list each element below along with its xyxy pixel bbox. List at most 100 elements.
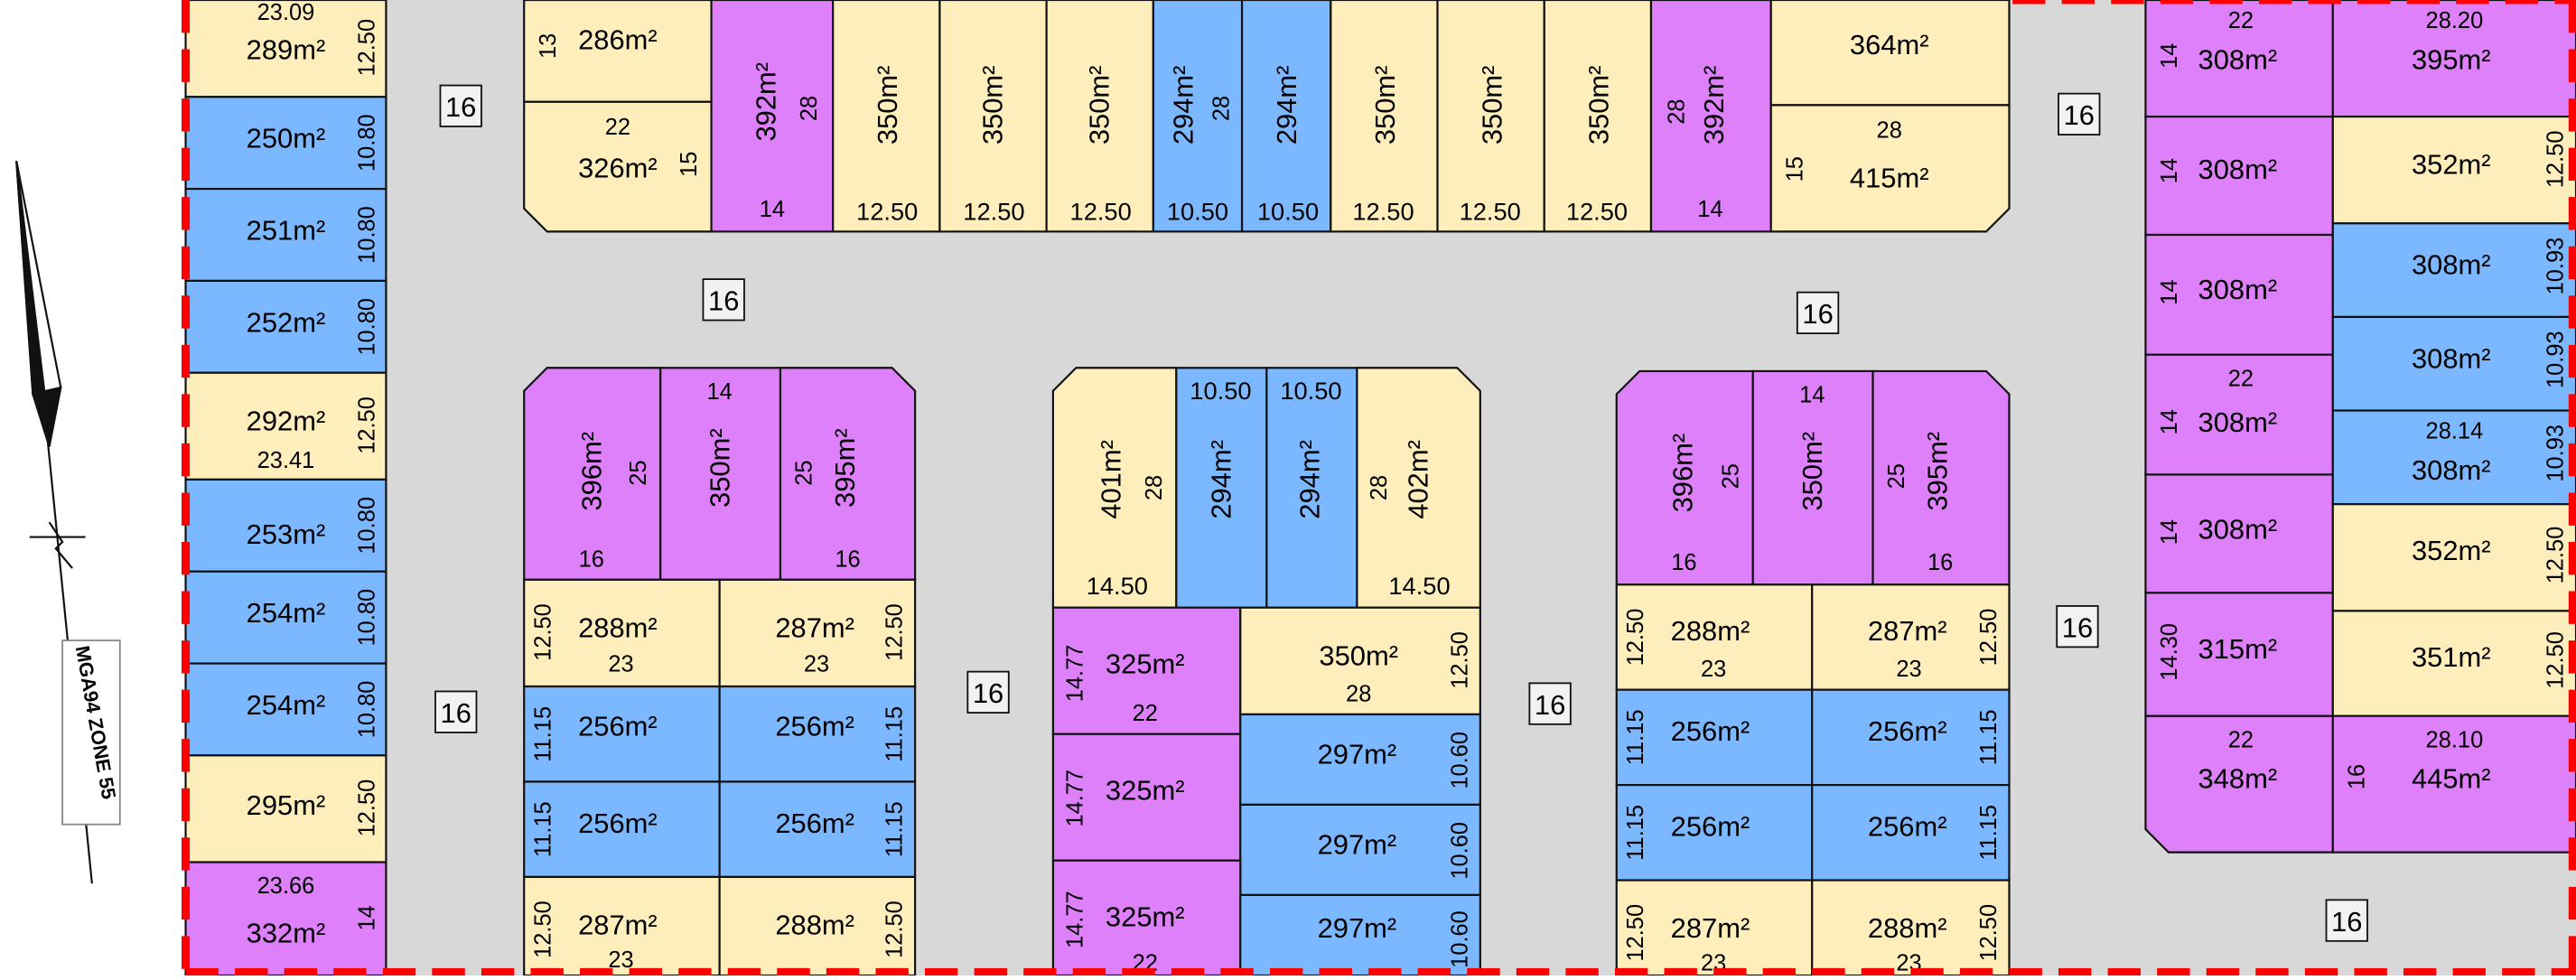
lot[interactable]: [1769, 0, 2011, 107]
lot[interactable]: [523, 578, 721, 688]
dim-label: 14.50: [1388, 572, 1450, 600]
dim-label: 12.50: [355, 19, 380, 77]
dim-label: 23: [804, 652, 829, 677]
lot-area: 350m²: [1476, 66, 1507, 145]
road-width-tag: 16: [2325, 899, 2368, 942]
lot[interactable]: [1649, 0, 1772, 233]
dim-label: 22: [2228, 8, 2254, 33]
dim-label: 25: [626, 460, 651, 485]
dim-label: 10.80: [355, 589, 380, 647]
lot[interactable]: [523, 875, 721, 977]
road-width-tag: 16: [1528, 682, 1572, 725]
lot[interactable]: [2144, 353, 2334, 476]
dim-label: 14: [2157, 519, 2182, 545]
lot[interactable]: [2331, 0, 2576, 118]
lot[interactable]: [2331, 714, 2576, 854]
lot[interactable]: [1239, 803, 1481, 896]
dim-label: 12.50: [1566, 198, 1628, 226]
lot[interactable]: [2144, 233, 2334, 356]
dim-label: 10.93: [2543, 238, 2568, 295]
lot[interactable]: [184, 754, 387, 863]
lot[interactable]: [523, 685, 721, 783]
lot[interactable]: [1811, 783, 2011, 882]
dim-label: 28: [1367, 475, 1392, 500]
lot[interactable]: [718, 685, 917, 783]
lot-area: 350m²: [1084, 66, 1115, 145]
lot[interactable]: [2144, 115, 2334, 237]
lot[interactable]: [1051, 859, 1242, 977]
dim-label: 14: [1799, 382, 1825, 407]
lot[interactable]: [1615, 688, 1814, 787]
dim-label: 14.77: [1063, 645, 1088, 703]
lot[interactable]: [1811, 879, 2011, 977]
dim-label: 23.66: [257, 873, 315, 899]
lot[interactable]: [184, 662, 387, 757]
lot[interactable]: [1811, 583, 2011, 691]
lot[interactable]: [1051, 606, 1242, 735]
lot[interactable]: [659, 367, 782, 581]
dim-label: 10.50: [1167, 198, 1228, 226]
dim-label: 14.77: [1063, 891, 1088, 948]
lot[interactable]: [523, 780, 721, 878]
lot[interactable]: [1615, 879, 1814, 977]
dim-label: 16: [2344, 764, 2369, 789]
lot-area: 288m²: [775, 910, 854, 941]
lot[interactable]: [184, 279, 387, 374]
lot[interactable]: [1871, 369, 2011, 586]
lot[interactable]: [184, 0, 387, 98]
lot[interactable]: [1615, 583, 1814, 691]
lot[interactable]: [1356, 367, 1481, 609]
lot[interactable]: [184, 570, 387, 665]
dim-label: 12.50: [1070, 198, 1132, 226]
lot[interactable]: [1330, 0, 1439, 233]
lot[interactable]: [1615, 783, 1814, 882]
dim-label: 14: [355, 905, 380, 930]
lot[interactable]: [832, 0, 941, 233]
lot[interactable]: [184, 478, 387, 573]
lot[interactable]: [2331, 116, 2576, 225]
dim-label: 12.50: [1460, 198, 1521, 226]
lot-area: 352m²: [2412, 535, 2491, 566]
lot[interactable]: [1769, 104, 2011, 233]
lot[interactable]: [1175, 367, 1268, 609]
lot[interactable]: [2331, 503, 2576, 612]
dim-label: 14: [707, 379, 733, 405]
dim-label: 10.60: [1447, 822, 1472, 880]
lot-area: 392m²: [751, 62, 782, 142]
lot[interactable]: [1152, 0, 1244, 233]
lot[interactable]: [718, 780, 917, 878]
lot[interactable]: [2331, 610, 2576, 717]
estate-boundary: [181, 0, 2576, 976]
lot[interactable]: [1239, 606, 1481, 715]
dim-label: 12.50: [2543, 631, 2568, 689]
lot[interactable]: [523, 100, 713, 233]
lot[interactable]: [1436, 0, 1545, 233]
block-b-labels: 401m² 28 14.50 10.50 294m² 10.50 294m² 2…: [1063, 377, 1473, 976]
lot-area: 297m²: [1318, 828, 1397, 860]
lot-area: 294m²: [1271, 66, 1302, 145]
lot-area: 256m²: [578, 807, 658, 839]
dim-label: 14.50: [1087, 572, 1148, 600]
lot[interactable]: [2144, 592, 2334, 717]
dim-label: 23: [1701, 657, 1726, 682]
lot-area: 294m²: [1205, 440, 1237, 519]
lot[interactable]: [1045, 0, 1154, 233]
lot[interactable]: [2144, 714, 2334, 854]
lot-area: 256m²: [1671, 715, 1750, 747]
lot[interactable]: [1543, 0, 1653, 233]
lot-area: 395m²: [2412, 43, 2491, 75]
lot[interactable]: [1239, 713, 1481, 806]
lot-area: 288m²: [1671, 615, 1750, 647]
lot[interactable]: [2144, 473, 2334, 594]
dim-label: 14.77: [1063, 770, 1088, 827]
dim-label: 14.30: [2157, 623, 2182, 681]
road-width-label: 16: [1535, 689, 1565, 721]
lot[interactable]: [184, 188, 387, 282]
lot[interactable]: [779, 367, 917, 581]
lot[interactable]: [1811, 688, 2011, 787]
lot[interactable]: [1051, 733, 1242, 862]
dim-label: 10.80: [355, 298, 380, 356]
dim-label: 22: [1133, 701, 1158, 726]
dim-label: 11.15: [1623, 805, 1648, 861]
lot[interactable]: [2331, 222, 2576, 318]
